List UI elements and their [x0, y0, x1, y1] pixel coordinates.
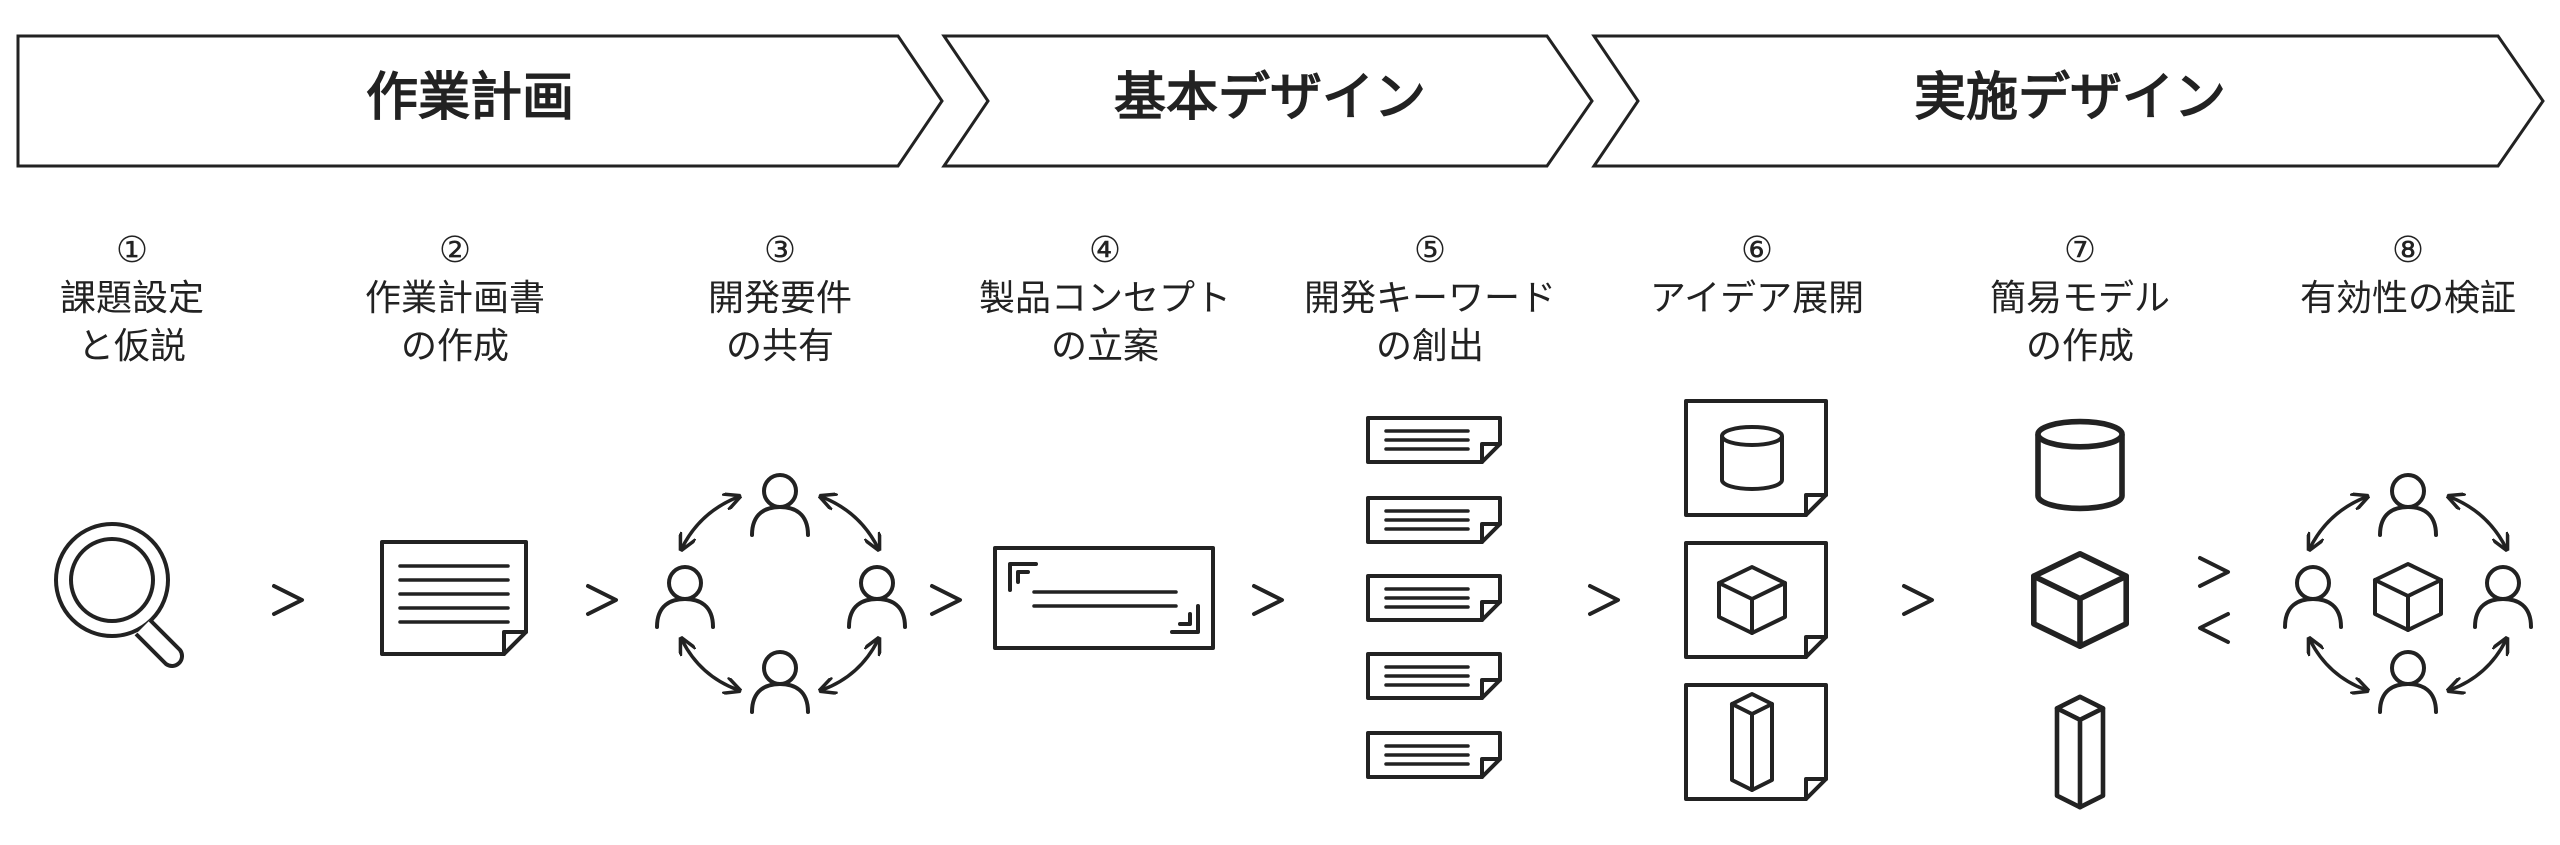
- step-6-label: ⑥ アイデア展開: [1650, 230, 1864, 319]
- step-title-line1: 簡易モデル: [1990, 278, 2170, 319]
- step-number: ⑤: [1414, 230, 1446, 271]
- step-number: ②: [439, 230, 471, 271]
- step-title-line1: アイデア展開: [1650, 278, 1864, 319]
- step-title-line2: の立案: [1051, 326, 1159, 367]
- step-title-line2: と仮説: [78, 326, 186, 367]
- keyword-cards-icon: [1366, 416, 1502, 779]
- step-title-line1: 作業計画書: [365, 278, 545, 319]
- separator-arrow-icon: [930, 584, 962, 616]
- step-title-line1: 開発要件: [708, 278, 852, 319]
- separator-arrow-icon: [272, 584, 304, 616]
- step-number: ⑧: [2392, 230, 2424, 271]
- magnifier-icon: [54, 522, 184, 668]
- step-number: ④: [1089, 230, 1121, 271]
- separator-arrow-icon: [1252, 584, 1284, 616]
- separator-arrow-icon: [1902, 584, 1934, 616]
- phase-label: 作業計画: [366, 68, 574, 128]
- document-icon: [380, 540, 528, 656]
- loop-back-icon: [2198, 612, 2230, 644]
- step-title-line2: の作成: [2026, 326, 2134, 367]
- phase-banner-basic-design: 基本デザイン: [941, 34, 1594, 168]
- separator-arrow-icon: [1588, 584, 1620, 616]
- step-number: ⑥: [1741, 230, 1773, 271]
- phase-banner-detailed-design: 実施デザイン: [1591, 34, 2545, 168]
- loop-forward-icon: [2198, 556, 2230, 588]
- step-3-label: ③ 開発要件 の共有: [708, 230, 852, 367]
- team-verify-icon: [2283, 473, 2533, 714]
- separator-arrow-icon: [586, 584, 618, 616]
- step-title-line1: 製品コンセプト: [979, 278, 1231, 319]
- simple-models-icon: [2034, 422, 2126, 808]
- phase-label: 実施デザイン: [1914, 68, 2226, 128]
- concept-card-icon: [993, 546, 1215, 650]
- step-number: ⑦: [2064, 230, 2096, 271]
- step-8-label: ⑧ 有効性の検証: [2300, 230, 2516, 319]
- idea-sheets-icon: [1684, 399, 1828, 801]
- step-7-label: ⑦ 簡易モデル の作成: [1990, 230, 2170, 367]
- step-title-line1: 課題設定: [60, 278, 204, 319]
- step-number: ①: [116, 230, 148, 271]
- step-number: ③: [764, 230, 796, 271]
- step-title-line2: の創出: [1376, 326, 1484, 367]
- team-cycle-icon: [655, 473, 907, 714]
- step-4-label: ④ 製品コンセプト の立案: [979, 230, 1231, 367]
- phase-label: 基本デザイン: [1114, 68, 1426, 128]
- step-5-label: ⑤ 開発キーワード の創出: [1304, 230, 1556, 367]
- step-title-line1: 有効性の検証: [2300, 278, 2516, 319]
- step-title-line2: の共有: [726, 326, 834, 367]
- step-2-label: ② 作業計画書 の作成: [365, 230, 545, 367]
- step-title-line1: 開発キーワード: [1304, 278, 1556, 319]
- phase-banner-planning: 作業計画: [16, 34, 944, 168]
- step-1-label: ① 課題設定 と仮説: [60, 230, 204, 367]
- step-title-line2: の作成: [401, 326, 509, 367]
